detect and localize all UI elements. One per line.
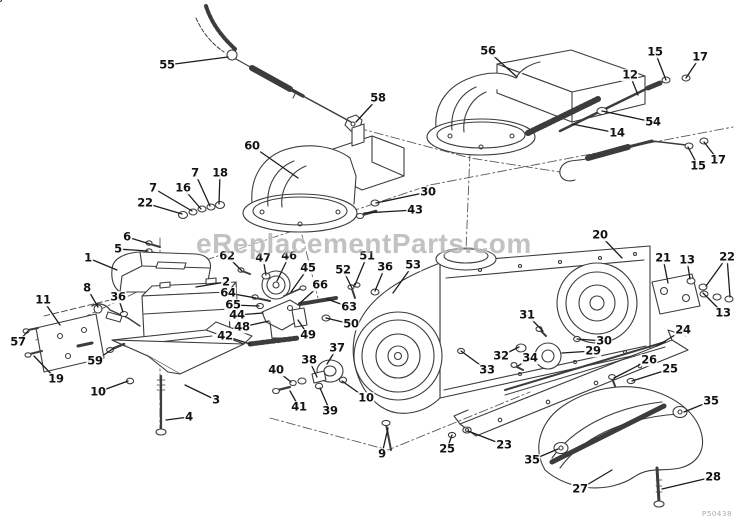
callout-22: 22: [718, 249, 736, 264]
callout-56: 56: [479, 43, 497, 58]
callout-63: 63: [340, 299, 358, 314]
carriage-bolt: [155, 374, 167, 436]
callout-20: 20: [591, 227, 609, 242]
washer-stack: [177, 200, 226, 220]
callout-1: 1: [83, 250, 93, 265]
chute-assembly-upper: [426, 49, 646, 156]
callout-30: 30: [419, 184, 437, 199]
callout-49: 49: [299, 327, 317, 342]
bolt-28: [653, 466, 665, 508]
callout-38: 38: [300, 352, 318, 367]
callout-40: 40: [267, 362, 285, 377]
callout-54: 54: [644, 114, 662, 129]
callout-57: 57: [9, 334, 27, 349]
callout-43: 43: [406, 202, 424, 217]
callout-41: 41: [290, 399, 308, 414]
callout-34: 34: [521, 350, 539, 365]
hopper: [111, 321, 253, 375]
clutch-cable: [195, 4, 352, 123]
callout-64: 64: [219, 285, 237, 300]
callout-33: 33: [478, 362, 496, 377]
callout-6: 6: [122, 229, 132, 244]
callout-7: 7: [148, 180, 158, 195]
callout-44: 44: [228, 307, 246, 322]
callout-17: 17: [709, 152, 727, 167]
callout-29: 29: [584, 343, 602, 358]
callout-18: 18: [211, 165, 229, 180]
callout-13: 13: [678, 252, 696, 267]
chute-control-rod: [525, 74, 691, 136]
callout-60: 60: [243, 138, 261, 153]
callout-17: 17: [691, 49, 709, 64]
callout-65: 65: [224, 297, 242, 312]
clutch-cable-right: [559, 137, 709, 182]
callout-52: 52: [334, 262, 352, 277]
callout-15: 15: [646, 44, 664, 59]
callout-37: 37: [328, 340, 346, 355]
callout-50: 50: [342, 316, 360, 331]
callout-46: 46: [280, 248, 298, 263]
callout-25: 25: [661, 361, 679, 376]
callout-39: 39: [321, 403, 339, 418]
callout-31: 31: [518, 307, 536, 322]
callout-55: 55: [158, 57, 176, 72]
callout-62: 62: [218, 248, 236, 263]
callout-4: 4: [184, 409, 194, 424]
callout-10: 10: [357, 390, 375, 405]
callout-19: 19: [47, 371, 65, 386]
callout-35: 35: [702, 393, 720, 408]
interlock-lever: [91, 303, 141, 327]
drawing-number: P50438: [702, 510, 733, 518]
callout-9: 9: [377, 446, 387, 461]
chute-assembly-lower: [242, 123, 405, 233]
callout-7: 7: [190, 165, 200, 180]
callout-58: 58: [369, 90, 387, 105]
battery: [141, 277, 239, 338]
callout-32: 32: [492, 348, 510, 363]
callout-11: 11: [34, 292, 52, 307]
callout-36: 36: [376, 259, 394, 274]
callout-13: 13: [714, 305, 732, 320]
callout-8: 8: [82, 280, 92, 295]
callout-25: 25: [438, 441, 456, 456]
callout-42: 42: [216, 328, 234, 343]
callout-14: 14: [608, 125, 626, 140]
callout-5: 5: [113, 241, 123, 256]
callout-30: 30: [595, 333, 613, 348]
callout-36: 36: [109, 289, 127, 304]
callout-16: 16: [174, 180, 192, 195]
callout-45: 45: [299, 260, 317, 275]
callout-35: 35: [523, 452, 541, 467]
callout-21: 21: [654, 250, 672, 265]
callout-59: 59: [86, 353, 104, 368]
callout-2: 2: [221, 274, 231, 289]
callout-66: 66: [311, 277, 329, 292]
callout-22: 22: [136, 195, 154, 210]
callout-53: 53: [404, 257, 422, 272]
callout-24: 24: [674, 322, 692, 337]
mount-bracket: [651, 273, 734, 315]
callout-12: 12: [621, 67, 639, 82]
callout-47: 47: [254, 250, 272, 265]
hub-parts: [272, 359, 348, 395]
callout-51: 51: [358, 248, 376, 263]
callout-10: 10: [89, 384, 107, 399]
callout-26: 26: [640, 352, 658, 367]
callout-23: 23: [495, 437, 513, 452]
callout-27: 27: [571, 481, 589, 496]
belt-guard: [538, 386, 704, 489]
bolt-9: [381, 419, 392, 451]
callout-48: 48: [233, 319, 251, 334]
battery-cover: [111, 251, 212, 293]
callout-28: 28: [704, 469, 722, 484]
callout-3: 3: [211, 392, 221, 407]
callout-15: 15: [689, 158, 707, 173]
